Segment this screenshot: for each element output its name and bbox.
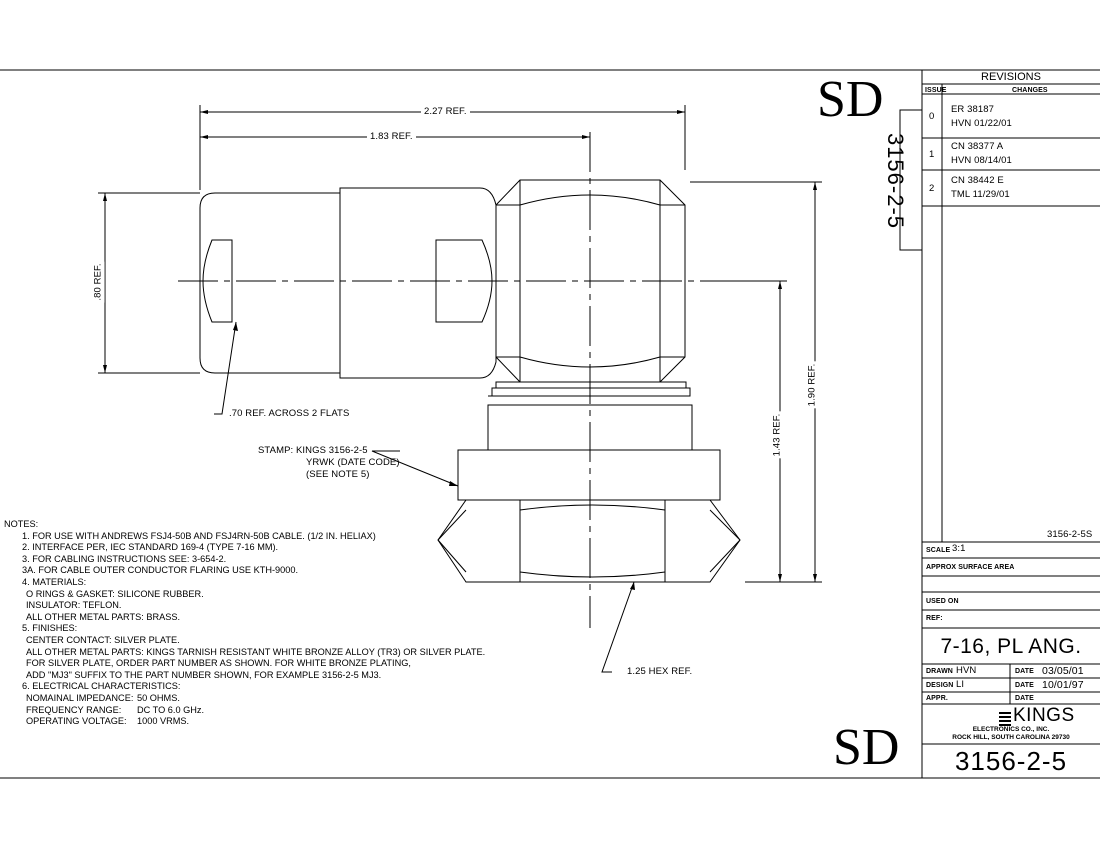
notes-block: NOTES: 1. FOR USE WITH ANDREWS FSJ4-50B …: [4, 519, 485, 728]
impedance-label: NOMAINAL IMPEDANCE:: [26, 692, 134, 703]
note-5-contact: CENTER CONTACT: SILVER PLATE.: [26, 634, 180, 645]
notes-title: NOTES:: [4, 519, 39, 529]
rev-issue-0: 0: [929, 111, 935, 122]
rev-change-2-line1: CN 38442 E: [951, 175, 1004, 186]
changes-header: CHANGES: [1012, 87, 1048, 94]
design-value: LI: [956, 679, 965, 690]
dim-190: 1.90 REF.: [806, 361, 819, 409]
note-5-mj3: ADD "MJ3" SUFFIX TO THE PART NUMBER SHOW…: [26, 669, 382, 680]
note-3a: 3A. FOR CABLE OUTER CONDUCTOR FLARING US…: [22, 565, 299, 576]
note-3: 3. FOR CABLING INSTRUCTIONS SEE: 3-654-2…: [22, 553, 227, 564]
company-address: ROCK HILL, SOUTH CAROLINA 29730: [952, 734, 1070, 741]
note-4-orings: O RINGS & GASKET: SILICONE RUBBER.: [26, 588, 204, 599]
scale-value: 3:1: [952, 543, 966, 554]
appr-label: APPR.: [926, 695, 948, 702]
note-5-silver: FOR SILVER PLATE, ORDER PART NUMBER AS S…: [26, 658, 411, 669]
impedance-value: 50 OHMS.: [137, 692, 180, 703]
note-6: 6. ELECTRICAL CHARACTERISTICS:: [22, 681, 181, 692]
sd-mark-top: SD: [817, 71, 884, 128]
frequency-value: DC TO 6.0 GHz.: [137, 704, 205, 715]
revisions-title: REVISIONS: [981, 71, 1041, 83]
drawn-date: 03/05/01: [1042, 665, 1084, 677]
stamp-line-3: (SEE NOTE 5): [306, 469, 370, 480]
note-2: 2. INTERFACE PER, IEC STANDARD 169-4 (TY…: [22, 542, 279, 553]
note-6-frequency: FREQUENCY RANGE: DC TO 6.0 GHz.: [4, 705, 485, 717]
company-name: KINGS: [1013, 705, 1075, 726]
rev-change-0-line2: HVN 01/22/01: [951, 118, 1012, 129]
ref-label: REF:: [926, 615, 943, 622]
company-sub: ELECTRONICS CO., INC.: [972, 726, 1050, 733]
dim-227: 2.27 REF.: [421, 106, 470, 118]
voltage-label: OPERATING VOLTAGE:: [26, 716, 127, 727]
rev-change-2-line2: TML 11/29/01: [951, 189, 1010, 200]
note-6-voltage: OPERATING VOLTAGE: 1000 VRMS.: [4, 716, 485, 728]
scale-label: SCALE: [926, 547, 951, 554]
appr-date-label: DATE: [1015, 695, 1034, 702]
note-6-impedance: NOMAINAL IMPEDANCE:50 OHMS.: [4, 693, 485, 705]
issue-header: ISSUE: [925, 87, 947, 94]
file-reference: 3156-2-5S: [1047, 529, 1093, 540]
drawing-description: 7-16, PL ANG.: [940, 635, 1082, 658]
voltage-value: 1000 VRMS.: [137, 716, 190, 727]
surface-area-label: APPROX SURFACE AREA: [926, 564, 1015, 571]
note-1: 1. FOR USE WITH ANDREWS FSJ4-50B AND FSJ…: [22, 530, 376, 541]
rev-issue-2: 2: [929, 183, 935, 194]
dim-070: .70 REF. ACROSS 2 FLATS: [229, 408, 350, 419]
dim-125-hex: 1.25 HEX REF.: [627, 666, 693, 677]
note-5-other: ALL OTHER METAL PARTS: KINGS TARNISH RES…: [26, 646, 486, 657]
kings-logo-icon: [999, 712, 1011, 726]
note-5: 5. FINISHES:: [22, 623, 78, 634]
part-number: 3156-2-5: [954, 746, 1068, 776]
design-date: 10/01/97: [1042, 679, 1084, 691]
rev-change-0-line1: ER 38187: [951, 104, 995, 115]
drawn-label: DRAWN: [926, 668, 953, 675]
dim-183: 1.83 REF.: [367, 131, 416, 143]
dim-080: .80 REF.: [92, 261, 105, 303]
note-4-other: ALL OTHER METAL PARTS: BRASS.: [26, 611, 181, 622]
note-4: 4. MATERIALS:: [22, 576, 87, 587]
stamp-line-2: YRWK (DATE CODE): [306, 457, 400, 468]
used-on-label: USED ON: [926, 598, 959, 605]
dim-143: 1.43 REF.: [771, 411, 784, 459]
side-part-number: 3156-2-5: [883, 132, 908, 230]
drawn-date-label: DATE: [1015, 668, 1034, 675]
sd-mark-bottom: SD: [833, 719, 900, 776]
rev-issue-1: 1: [929, 149, 935, 160]
note-4-insulator: INSULATOR: TEFLON.: [26, 600, 122, 611]
design-label: DESIGN: [926, 682, 954, 689]
drawn-value: HVN: [956, 665, 977, 676]
design-date-label: DATE: [1015, 682, 1034, 689]
stamp-line-1: STAMP: KINGS 3156-2-5: [258, 445, 368, 456]
frequency-label: FREQUENCY RANGE:: [26, 704, 122, 715]
rev-change-1-line1: CN 38377 A: [951, 141, 1004, 152]
rev-change-1-line2: HVN 08/14/01: [951, 155, 1012, 166]
